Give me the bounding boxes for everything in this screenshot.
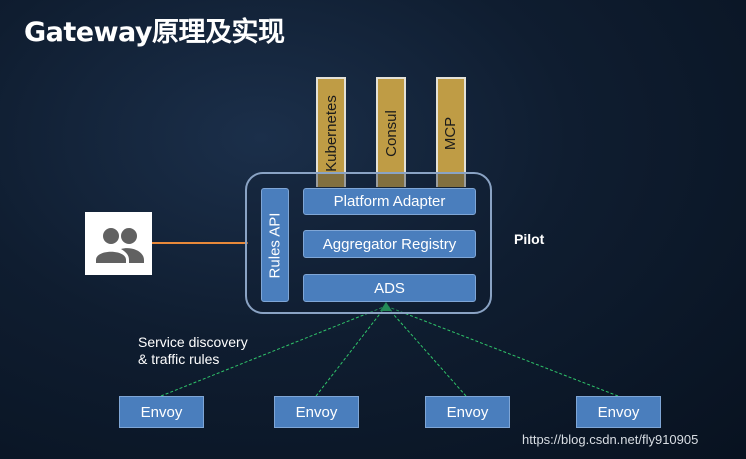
source-consul: Consul [376, 77, 406, 187]
pilot-label: Pilot [514, 231, 545, 247]
page-title: Gateway原理及实现 [24, 17, 285, 48]
source-consul-label: Consul [382, 109, 400, 157]
envoy-node-1: Envoy [119, 396, 204, 428]
users-card [85, 212, 152, 275]
envoy-4-to-ads-line [385, 305, 619, 397]
annotation-line-1: Service discovery [138, 334, 248, 350]
rules-api-label: Rules API [266, 212, 284, 278]
rules-api-box: Rules API [261, 188, 289, 302]
source-kubernetes: Kubernetes [316, 77, 346, 187]
platform-adapter-box: Platform Adapter [303, 188, 476, 215]
envoy-node-3: Envoy [425, 396, 510, 428]
source-kubernetes-label: Kubernetes [322, 94, 340, 172]
envoy-2-to-ads-line [315, 305, 387, 397]
envoy-3-to-ads-line [385, 305, 467, 397]
envoy-node-2: Envoy [274, 396, 359, 428]
source-mcp: MCP [436, 77, 466, 187]
envoy-node-4: Envoy [576, 396, 661, 428]
envoy-1-to-ads-line [160, 305, 387, 397]
users-icon [96, 228, 144, 263]
source-mcp-label: MCP [442, 116, 460, 150]
ads-arrowhead [380, 302, 392, 311]
ads-box: ADS [303, 274, 476, 302]
aggregator-registry-box: Aggregator Registry [303, 230, 476, 258]
annotation-line-2: & traffic rules [138, 351, 220, 367]
watermark: https://blog.csdn.net/fly910905 [522, 432, 699, 447]
